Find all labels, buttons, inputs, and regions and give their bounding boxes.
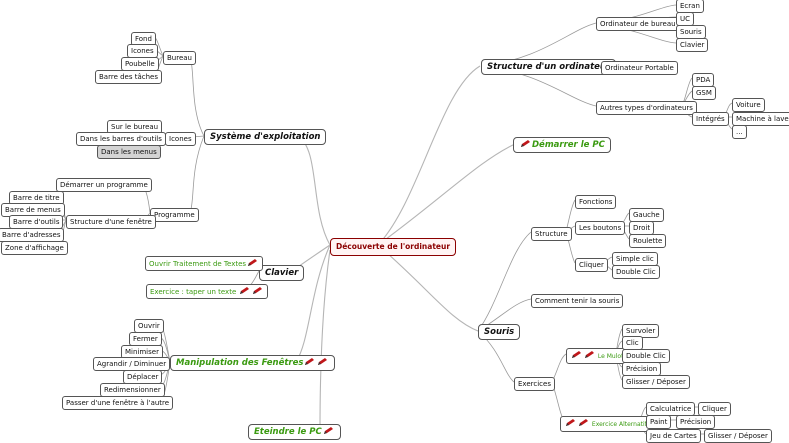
node-tenir-souris[interactable]: Comment tenir la souris xyxy=(531,294,624,308)
node-ouvrir-traitement-textes[interactable]: Ouvrir Traitement de Textes xyxy=(145,256,264,271)
branch-souris[interactable]: Souris xyxy=(478,324,521,340)
node-gsm[interactable]: GSM xyxy=(692,86,716,100)
pencil-icon xyxy=(247,258,259,267)
node-programme[interactable]: Programme xyxy=(150,208,199,222)
node-ouvrir[interactable]: Ouvrir xyxy=(134,319,164,333)
node-le-mulot-label: Le Mulot xyxy=(597,353,624,360)
node-barre-d-outils[interactable]: Barre d'outils xyxy=(9,215,64,229)
node-fermer[interactable]: Fermer xyxy=(129,332,162,346)
node-cartes-glisser[interactable]: Glisser / Déposer xyxy=(704,429,772,443)
node-gauche[interactable]: Gauche xyxy=(629,208,664,222)
node-double-clic-ex[interactable]: Double Clic xyxy=(622,349,670,363)
node-souris-hw[interactable]: Souris xyxy=(676,25,706,39)
node-ellipsis[interactable]: ... xyxy=(732,125,747,139)
node-zone-d-affichage[interactable]: Zone d'affichage xyxy=(1,241,68,255)
node-calculatrice[interactable]: Calculatrice xyxy=(646,402,696,416)
node-precision-ex[interactable]: Précision xyxy=(622,362,662,376)
pencil-icon xyxy=(520,139,532,148)
pencil-icon xyxy=(578,418,590,427)
node-machine-a-laver[interactable]: Machine à laver xyxy=(732,112,789,126)
node-demarrer-programme[interactable]: Démarrer un programme xyxy=(56,178,152,192)
node-exercice-alternatif-label: Exercice Alternatif xyxy=(591,421,647,428)
node-icones-bureau[interactable]: Icones xyxy=(127,44,158,58)
branch-demarrer-pc-label: Démarrer le PC xyxy=(532,140,605,150)
node-ouvrir-traitement-textes-label: Ouvrir Traitement de Textes xyxy=(149,260,247,268)
node-passer-fenetre[interactable]: Passer d'une fenêtre à l'autre xyxy=(62,396,174,410)
branch-systeme-exploitation[interactable]: Système d'exploitation xyxy=(204,129,327,145)
central-topic[interactable]: Découverte de l'ordinateur xyxy=(330,238,457,256)
node-structure-souris[interactable]: Structure xyxy=(531,227,572,241)
node-le-mulot[interactable]: Le Mulot xyxy=(566,348,628,364)
node-clavier-hw[interactable]: Clavier xyxy=(676,38,709,52)
pencil-icon xyxy=(304,357,316,366)
node-double-clic[interactable]: Double Clic xyxy=(612,265,660,279)
node-barre-des-taches[interactable]: Barre des tâches xyxy=(95,70,162,84)
node-ordinateur-portable[interactable]: Ordinateur Portable xyxy=(601,61,678,75)
pencil-icon xyxy=(584,350,596,359)
node-redimensionner[interactable]: Redimensionner xyxy=(100,383,165,397)
pencil-icon xyxy=(252,286,264,295)
node-exercice-alternatif[interactable]: Exercice Alternatif xyxy=(560,416,651,432)
node-structure-fenetre[interactable]: Structure d'une fenêtre xyxy=(66,215,156,229)
node-ordinateur-bureau[interactable]: Ordinateur de bureau xyxy=(596,17,680,31)
branch-manipulation-fenetres[interactable]: Manipulation des Fenêtres xyxy=(170,355,336,371)
node-icones[interactable]: Icones xyxy=(165,132,196,146)
pencil-icon xyxy=(239,286,251,295)
pencil-icon xyxy=(571,350,583,359)
node-barre-d-adresses[interactable]: Barre d'adresses xyxy=(0,228,65,242)
node-uc[interactable]: UC xyxy=(676,12,695,26)
node-les-boutons[interactable]: Les boutons xyxy=(575,221,626,235)
node-calculatrice-cliquer[interactable]: Cliquer xyxy=(698,402,731,416)
node-jeu-de-cartes[interactable]: Jeu de Cartes xyxy=(646,429,701,443)
branch-manipulation-fenetres-label: Manipulation des Fenêtres xyxy=(176,358,304,368)
node-droit[interactable]: Droit xyxy=(629,221,655,235)
branch-demarrer-pc[interactable]: Démarrer le PC xyxy=(513,137,611,153)
pencil-icon xyxy=(565,418,577,427)
node-glisser-deposer-ex[interactable]: Glisser / Déposer xyxy=(622,375,690,389)
branch-eteindre-pc-label: Eteindre le PC xyxy=(254,427,322,437)
node-fonctions[interactable]: Fonctions xyxy=(575,195,617,209)
pencil-icon xyxy=(323,426,335,435)
node-paint-precision[interactable]: Précision xyxy=(676,415,716,429)
node-exercice-taper-texte-label: Exercice : taper un texte xyxy=(150,288,237,296)
node-pda[interactable]: PDA xyxy=(692,73,715,87)
node-simple-clic[interactable]: Simple clic xyxy=(612,252,658,266)
node-dans-les-menus[interactable]: Dans les menus xyxy=(97,145,161,159)
node-exercices[interactable]: Exercices xyxy=(514,377,555,391)
pencil-icon xyxy=(317,357,329,366)
node-deplacer[interactable]: Déplacer xyxy=(123,370,163,384)
node-exercice-taper-texte[interactable]: Exercice : taper un texte xyxy=(146,284,269,299)
node-dans-barres-outils[interactable]: Dans les barres d'outils xyxy=(76,132,166,146)
node-autres-types[interactable]: Autres types d'ordinateurs xyxy=(596,101,697,115)
node-bureau[interactable]: Bureau xyxy=(163,51,196,65)
node-integres[interactable]: Intégrés xyxy=(692,112,729,126)
node-roulette[interactable]: Roulette xyxy=(629,234,667,248)
node-paint[interactable]: Paint xyxy=(646,415,672,429)
branch-structure-ordinateur[interactable]: Structure d'un ordinateur xyxy=(481,59,617,75)
node-agrandir-diminuer[interactable]: Agrandir / Diminuer xyxy=(93,357,171,371)
node-voiture[interactable]: Voiture xyxy=(732,98,765,112)
node-cliquer[interactable]: Cliquer xyxy=(575,258,608,272)
branch-clavier[interactable]: Clavier xyxy=(259,265,305,281)
branch-eteindre-pc[interactable]: Eteindre le PC xyxy=(248,424,341,440)
node-clic[interactable]: Clic xyxy=(622,336,643,350)
node-poubelle[interactable]: Poubelle xyxy=(121,57,159,71)
